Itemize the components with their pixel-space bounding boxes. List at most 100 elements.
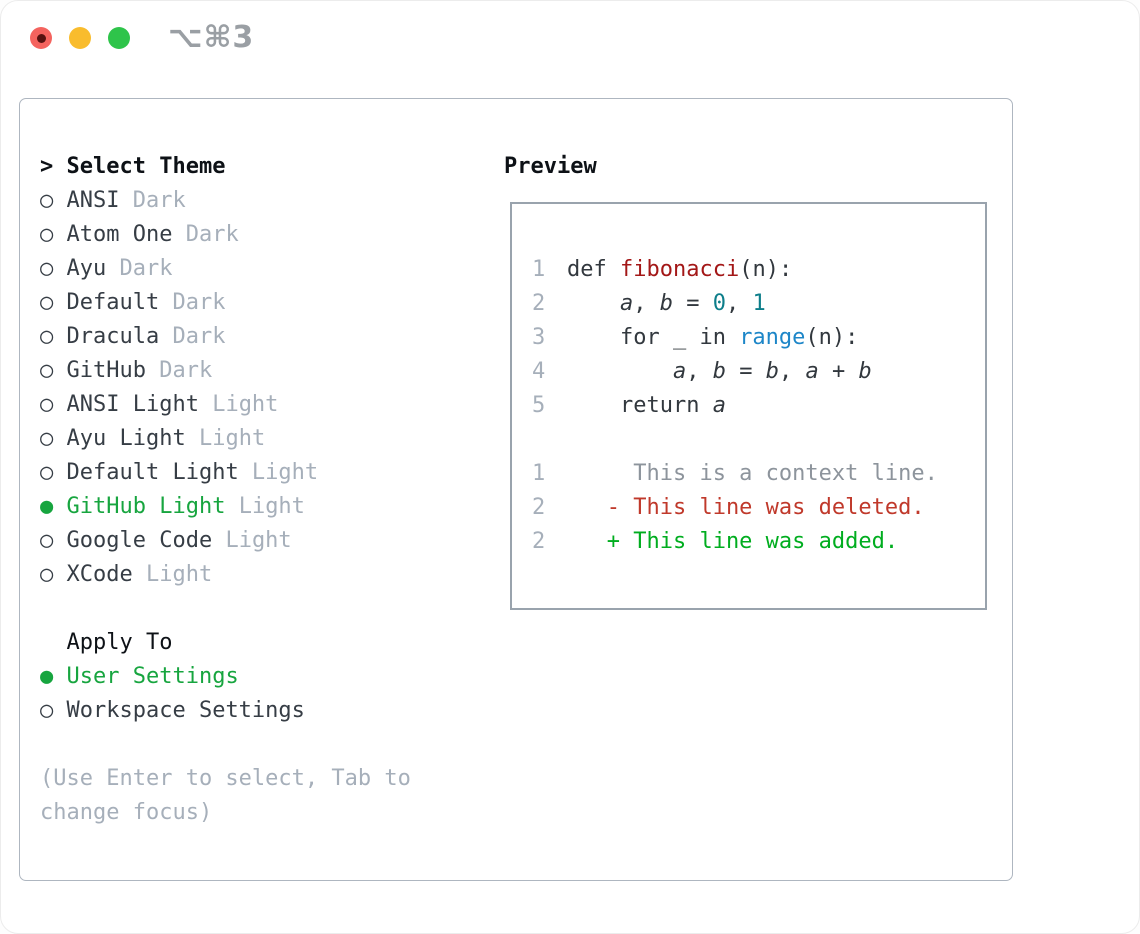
code-token: b <box>659 291 673 316</box>
code-token: (n): <box>805 325 859 350</box>
code-token: a <box>672 359 687 384</box>
apply-to-header: Apply To <box>40 626 411 660</box>
code-token: , <box>633 291 660 316</box>
selection-prompt-icon: > <box>40 154 67 179</box>
theme-variant-tag: Light <box>212 528 292 553</box>
code-token <box>567 291 620 316</box>
apply-to-title: Apply To <box>40 630 173 655</box>
theme-name: Atom One <box>66 222 173 247</box>
radio-unselected-icon: ○ <box>40 188 67 213</box>
code-token: fibonacci <box>619 257 740 282</box>
theme-variant-tag: Light <box>225 494 305 519</box>
code-line: 2 + This line was added. <box>532 525 985 559</box>
theme-item[interactable]: ○ Ayu Dark <box>40 252 411 286</box>
code-token: for _ in <box>567 325 740 350</box>
line-number: 2 <box>532 529 546 554</box>
theme-item[interactable]: ○ ANSI Light Light <box>40 388 411 422</box>
theme-variant-tag: Dark <box>172 222 239 247</box>
theme-variant-tag: Dark <box>119 188 186 213</box>
line-number: 2 <box>532 291 546 316</box>
theme-name: Default Light <box>66 460 239 485</box>
code-line: 3 for _ in range(n): <box>532 321 985 355</box>
theme-list-header: > Select Theme <box>40 150 411 184</box>
theme-name: Default <box>66 290 160 315</box>
theme-item[interactable]: ● GitHub Light Light <box>40 490 411 524</box>
theme-item[interactable]: ○ Dracula Dark <box>40 320 411 354</box>
theme-item[interactable]: ○ GitHub Dark <box>40 354 411 388</box>
preview-title: Preview <box>504 154 597 179</box>
theme-item[interactable]: ○ Default Dark <box>40 286 411 320</box>
code-line: 4 a, b = b, a + b <box>532 355 985 389</box>
theme-item[interactable]: ○ Ayu Light Light <box>40 422 411 456</box>
apply-option[interactable]: ○ Workspace Settings <box>40 694 411 728</box>
titlebar: ⌥⌘3 <box>1 1 1139 75</box>
code-line: 5 return a <box>532 389 985 423</box>
theme-name: Ayu Light <box>66 426 186 451</box>
radio-unselected-icon: ○ <box>40 460 67 485</box>
code-token: , <box>725 291 753 316</box>
code-token: 0 <box>712 291 726 316</box>
theme-variant-tag: Dark <box>145 358 213 383</box>
apply-option-label: Workspace Settings <box>66 698 305 723</box>
theme-item[interactable]: ○ Google Code Light <box>40 524 411 558</box>
line-number: 1 <box>532 461 546 486</box>
line-number: 5 <box>532 393 546 418</box>
minimize-button[interactable] <box>69 27 91 49</box>
code-token: 1 <box>752 291 766 316</box>
code-token: return <box>567 393 713 418</box>
theme-variant-tag: Dark <box>159 324 226 349</box>
radio-unselected-icon: ○ <box>40 562 67 587</box>
radio-unselected-icon: ○ <box>40 256 67 281</box>
theme-item[interactable]: ○ ANSI Dark <box>40 184 411 218</box>
help-text-line: (Use Enter to select, Tab to <box>40 766 411 791</box>
code-token: a <box>619 291 634 316</box>
code-line <box>532 423 985 457</box>
theme-item[interactable]: ○ Atom One Dark <box>40 218 411 252</box>
radio-unselected-icon: ○ <box>40 324 67 349</box>
line-number: 2 <box>532 495 546 520</box>
radio-unselected-icon: ○ <box>40 222 67 247</box>
code-line: 1 def fibonacci(n): <box>532 253 985 287</box>
theme-name: Dracula <box>66 324 160 349</box>
code-token: (n): <box>739 257 793 282</box>
apply-option-label: User Settings <box>66 664 239 689</box>
radio-unselected-icon: ○ <box>40 528 67 553</box>
theme-name: XCode <box>66 562 133 587</box>
code-line: 1 This is a context line. <box>532 457 985 491</box>
close-dot-icon <box>36 33 46 43</box>
theme-list-title: Select Theme <box>66 154 226 179</box>
code-token: def <box>567 257 620 282</box>
theme-name: Ayu <box>66 256 107 281</box>
traffic-lights <box>30 27 130 49</box>
code-token <box>567 359 673 384</box>
code-token: range <box>739 325 806 350</box>
line-number: 3 <box>532 325 546 350</box>
code-token: b <box>712 359 726 384</box>
radio-unselected-icon: ○ <box>40 426 67 451</box>
code-token: , <box>778 359 806 384</box>
code-token: + <box>818 359 859 384</box>
code-token: a <box>712 393 726 418</box>
spacer-row <box>40 592 411 626</box>
theme-variant-tag: Dark <box>106 256 173 281</box>
theme-variant-tag: Light <box>185 426 266 451</box>
help-text: (Use Enter to select, Tab to <box>40 762 411 796</box>
apply-option[interactable]: ● User Settings <box>40 660 411 694</box>
radio-selected-icon: ● <box>40 664 67 689</box>
radio-unselected-icon: ○ <box>40 358 67 383</box>
theme-list: > Select Theme○ ANSI Dark○ Atom One Dark… <box>40 150 411 830</box>
theme-item[interactable]: ○ Default Light Light <box>40 456 411 490</box>
line-number: 1 <box>532 257 546 282</box>
theme-variant-tag: Light <box>132 562 213 587</box>
zoom-button[interactable] <box>108 27 130 49</box>
close-button[interactable] <box>30 27 52 49</box>
theme-picker-panel: > Select Theme○ ANSI Dark○ Atom One Dark… <box>19 98 1013 881</box>
code-token: , <box>686 359 713 384</box>
theme-item[interactable]: ○ XCode Light <box>40 558 411 592</box>
code-token: - This line was deleted. <box>567 495 925 520</box>
help-text-line: change focus) <box>40 800 213 825</box>
code-line: 2 - This line was deleted. <box>532 491 985 525</box>
theme-variant-tag: Light <box>198 392 279 417</box>
